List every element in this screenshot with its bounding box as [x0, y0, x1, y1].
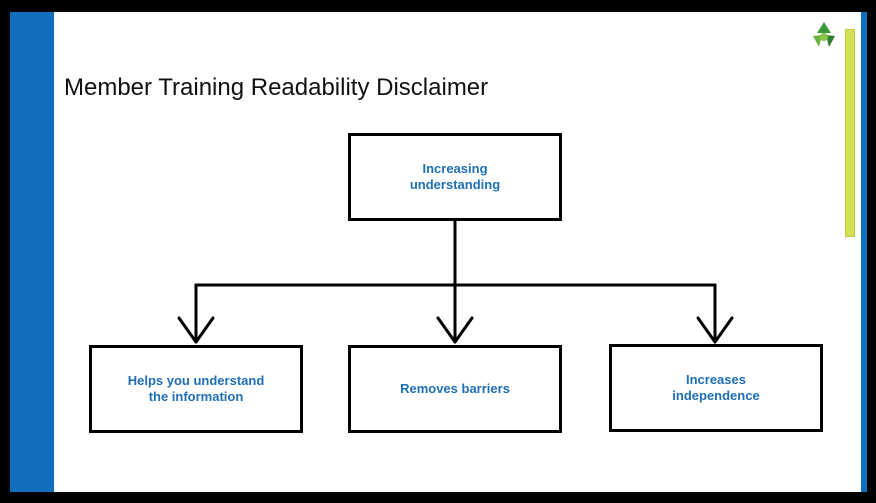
node-label-line1: Helps you understand — [127, 373, 265, 388]
node-increases-independence: Increases independence — [609, 344, 823, 432]
yellow-accent-bar — [845, 29, 855, 237]
node-helps-you-understand: Helps you understand the information — [89, 345, 303, 433]
node-label-line1: Increases — [685, 372, 746, 387]
slide-title: Member Training Readability Disclaimer — [64, 74, 489, 101]
tri-leaf-logo-icon — [813, 22, 835, 47]
node-label-line2: independence — [672, 388, 760, 403]
node-label-line1: Removes barriers — [400, 381, 510, 396]
arrowhead-right — [696, 316, 734, 344]
diagram-connectors — [177, 219, 734, 344]
slide: Member Training Readability Disclaimer I… — [10, 12, 867, 492]
left-blue-bar — [10, 12, 54, 492]
right-blue-bar — [861, 12, 867, 492]
arrowhead-middle — [436, 316, 474, 344]
arrowhead-left — [177, 316, 215, 344]
node-increasing-understanding: Increasing understanding — [348, 133, 562, 221]
node-removes-barriers: Removes barriers — [348, 345, 562, 433]
node-label-line1: Increasing — [422, 161, 488, 176]
node-label-line2: the information — [148, 389, 244, 404]
node-label-line2: understanding — [409, 177, 501, 192]
